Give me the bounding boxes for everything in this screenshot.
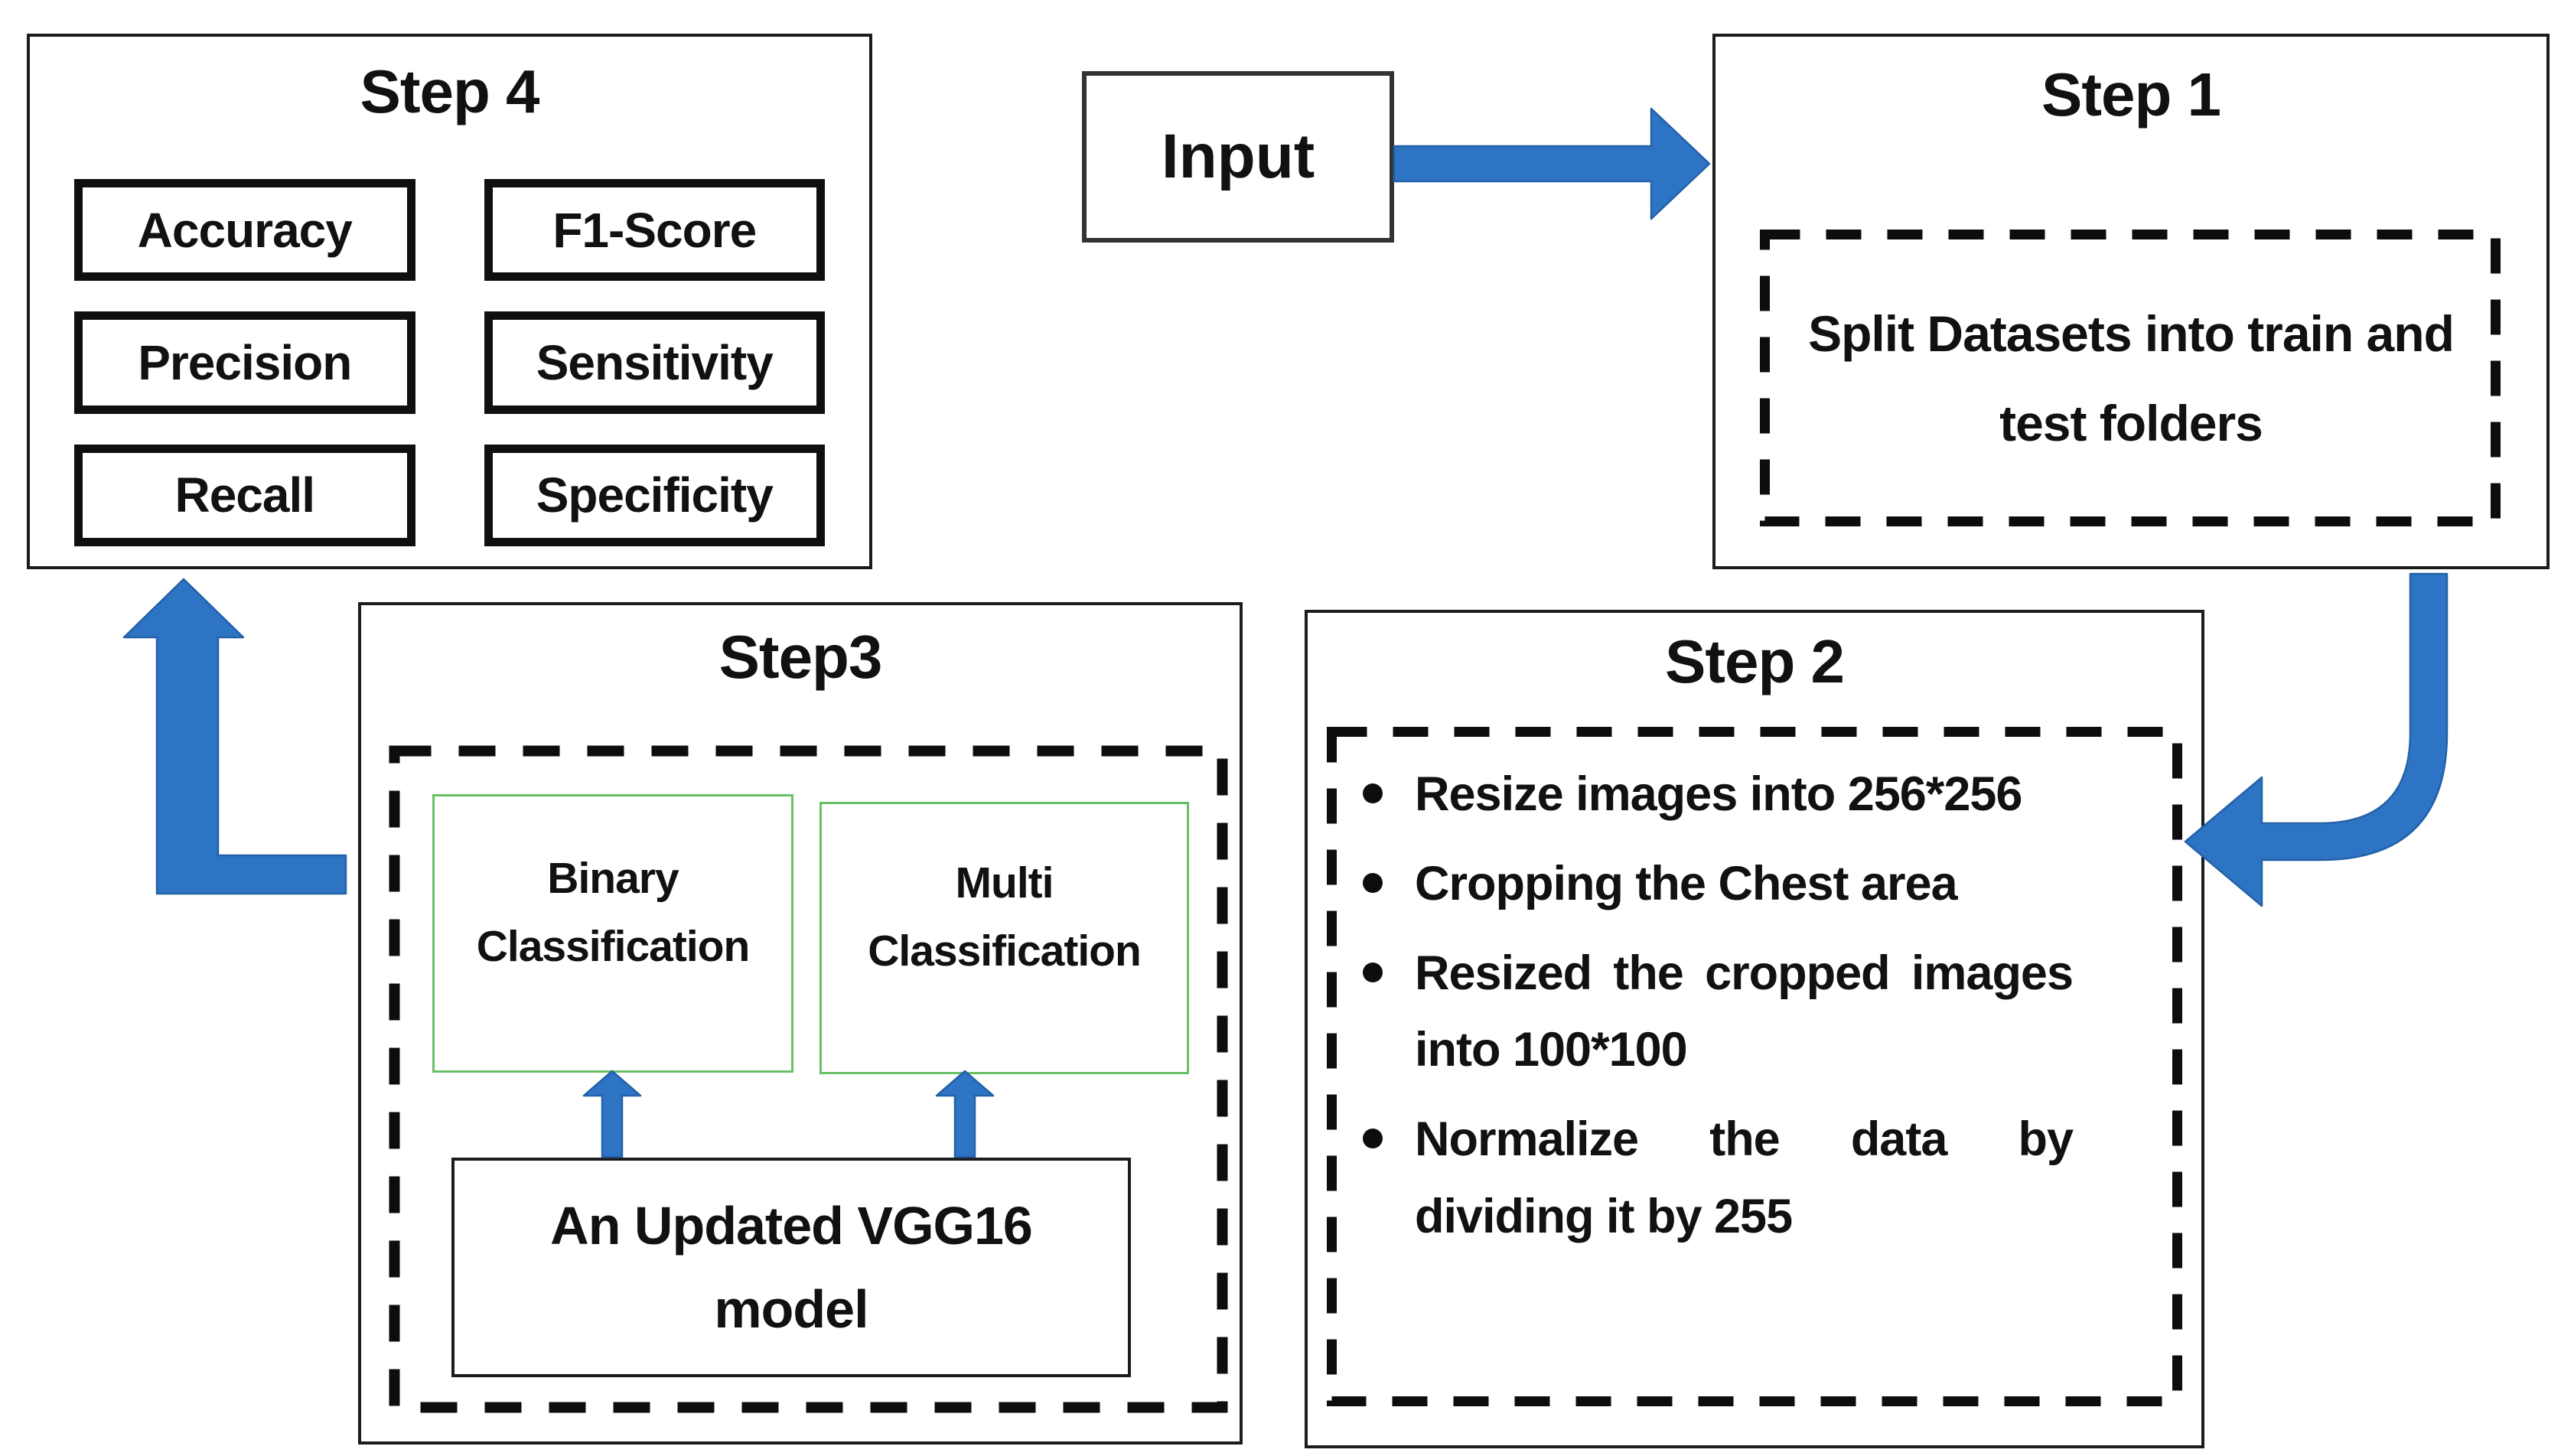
arrow-step1-to-step2 bbox=[2184, 572, 2449, 907]
metric-box-accuracy: Accuracy bbox=[74, 179, 415, 282]
metric-label: Precision bbox=[138, 334, 352, 390]
bullet-text: Resized the cropped images into 100*100 bbox=[1415, 946, 2074, 1077]
input-box: Input bbox=[1082, 71, 1394, 243]
metrics-grid: Accuracy F1-Score Precision Sensitivity … bbox=[74, 179, 825, 546]
metric-box-recall: Recall bbox=[74, 444, 415, 546]
step2-bullet-list: Resize images into 256*256 Cropping the … bbox=[1351, 756, 2146, 1256]
step1-body: Split Datasets into train and test folde… bbox=[1775, 241, 2487, 516]
metric-label: Recall bbox=[174, 467, 315, 523]
binary-classification-box: Binary Classification bbox=[432, 794, 793, 1073]
step2-dashed-box bbox=[1327, 727, 2182, 1406]
step1-title: Step 1 bbox=[2041, 60, 2221, 129]
binary-classification-label: Binary Classification bbox=[476, 854, 751, 971]
metric-label: F1-Score bbox=[552, 202, 757, 258]
step2-title: Step 2 bbox=[1664, 627, 1845, 695]
bullet-text: Resize images into 256*256 bbox=[1415, 767, 2022, 821]
bullet-item: Normalize the data by dividing it by 255 bbox=[1351, 1101, 2146, 1256]
metric-box-precision: Precision bbox=[74, 311, 415, 414]
step1-box: Step 1 bbox=[1712, 34, 2550, 569]
metric-box-specificity: Specificity bbox=[484, 444, 825, 546]
bullet-item: Resize images into 256*256 bbox=[1351, 756, 2146, 833]
multi-classification-label: Multi Classification bbox=[868, 858, 1142, 976]
bullet-dot-icon bbox=[1363, 962, 1383, 982]
arrow-model-to-multi bbox=[935, 1070, 995, 1158]
vgg16-model-box: An Updated VGG16 model bbox=[451, 1158, 1131, 1377]
arrow-model-to-binary bbox=[582, 1070, 642, 1158]
step2-box: Step 2 bbox=[1305, 610, 2204, 1448]
step1-body-text: Split Datasets into train and test folde… bbox=[1808, 305, 2455, 451]
bullet-text: Normalize the data by dividing it by 255 bbox=[1415, 1112, 2074, 1243]
input-label: Input bbox=[1161, 122, 1315, 191]
step4-box: Step 4 Accuracy F1-Score Precision Sensi… bbox=[27, 34, 872, 569]
metric-label: Specificity bbox=[536, 467, 774, 523]
metric-box-f1-score: F1-Score bbox=[484, 179, 825, 282]
bullet-dot-icon bbox=[1363, 872, 1383, 893]
bullet-text: Cropping the Chest area bbox=[1415, 856, 1958, 910]
step3-title: Step3 bbox=[718, 623, 883, 691]
step3-dashed-box bbox=[389, 745, 1228, 1413]
metric-box-sensitivity: Sensitivity bbox=[484, 311, 825, 414]
vgg16-model-label: An Updated VGG16 model bbox=[550, 1196, 1033, 1339]
arrow-step3-to-step4 bbox=[122, 578, 347, 895]
bullet-dot-icon bbox=[1363, 1129, 1383, 1149]
step4-title: Step 4 bbox=[360, 57, 539, 125]
bullet-dot-icon bbox=[1363, 783, 1383, 803]
metric-label: Accuracy bbox=[137, 202, 353, 258]
bullet-item: Cropping the Chest area bbox=[1351, 845, 2146, 923]
arrow-input-to-step1 bbox=[1393, 107, 1711, 220]
multi-classification-box: Multi Classification bbox=[819, 802, 1189, 1074]
metric-label: Sensitivity bbox=[536, 334, 774, 390]
bullet-item: Resized the cropped images into 100*100 bbox=[1351, 935, 2146, 1090]
step1-dashed-box bbox=[1760, 230, 2501, 526]
